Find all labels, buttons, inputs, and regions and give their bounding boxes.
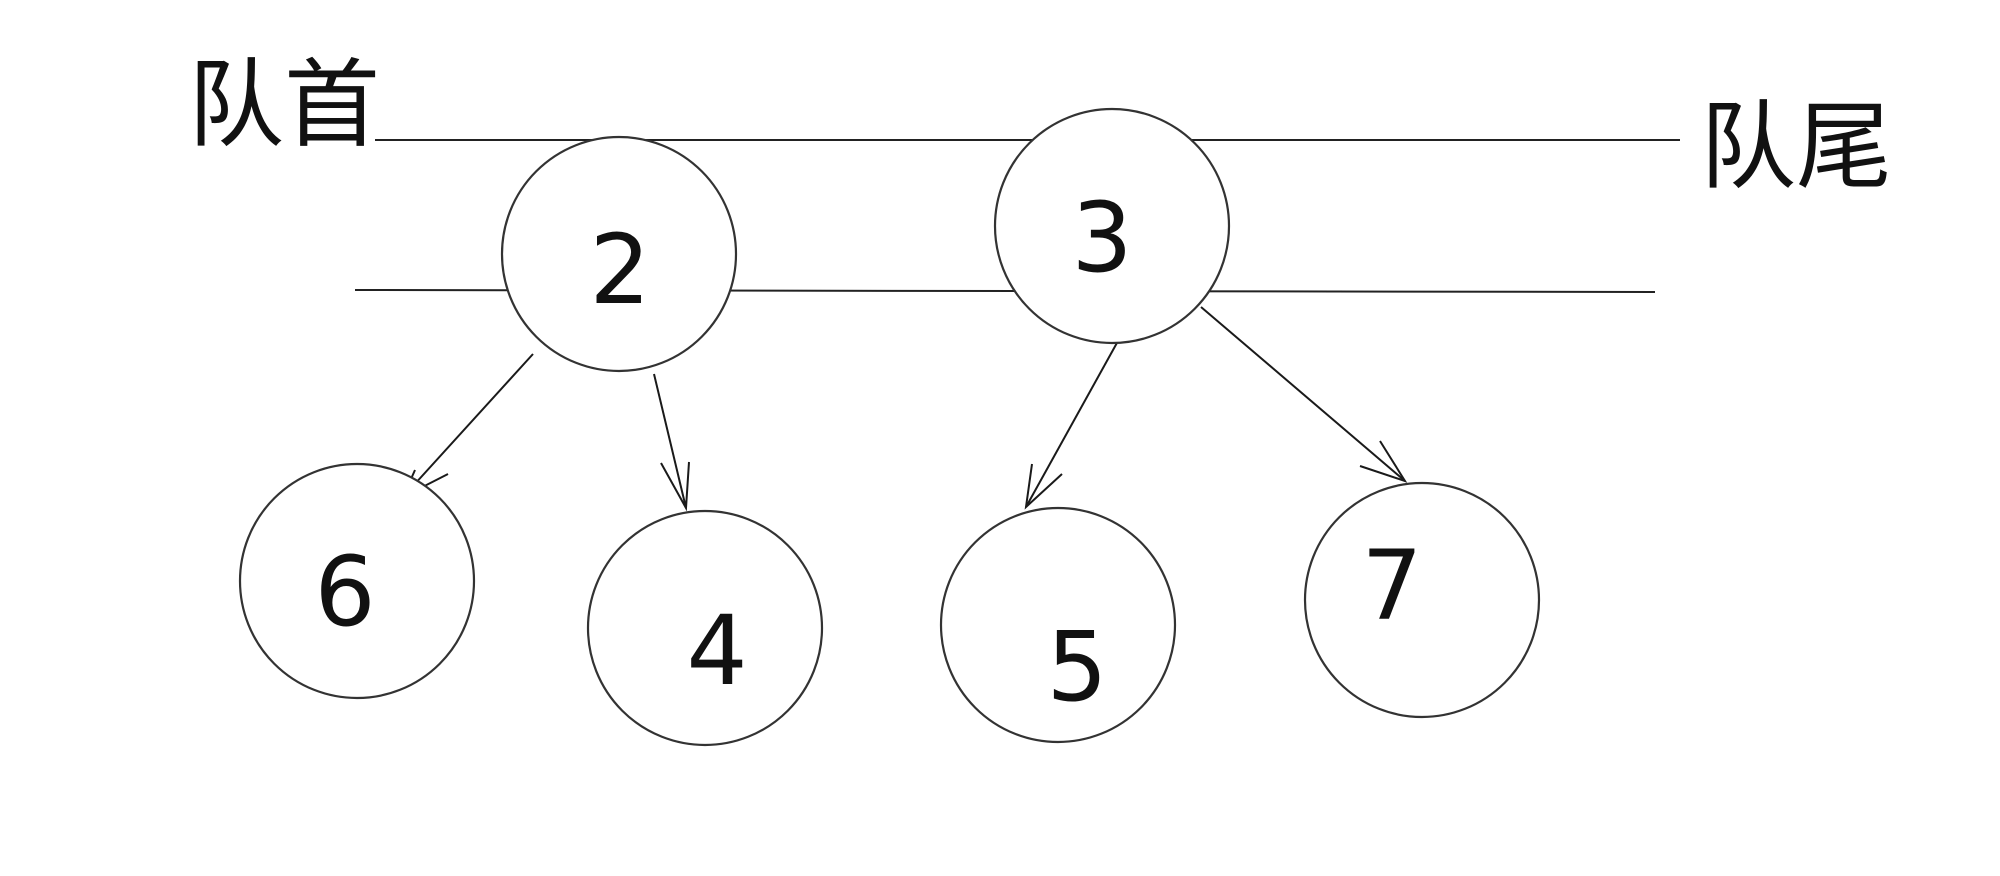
edge-3-to-7 bbox=[1200, 306, 1408, 483]
child-node-5: 5 bbox=[939, 506, 1177, 744]
queue-node-2: 2 bbox=[500, 135, 738, 373]
edge-2-to-6 bbox=[400, 353, 534, 500]
edge-3-to-5 bbox=[1024, 340, 1119, 510]
child-node-6: 6 bbox=[238, 462, 476, 700]
child-node-7-label: 7 bbox=[1361, 530, 1422, 642]
queue-head-label: 队首 bbox=[188, 49, 380, 161]
queue-node-3: 3 bbox=[993, 107, 1231, 345]
child-node-4-label: 4 bbox=[686, 595, 747, 707]
child-node-4: 4 bbox=[586, 509, 824, 747]
child-node-6-label: 6 bbox=[314, 536, 375, 648]
queue-node-3-label: 3 bbox=[1071, 182, 1132, 294]
child-node-5-label: 5 bbox=[1046, 611, 1107, 723]
child-node-7: 7 bbox=[1303, 481, 1541, 719]
queue-tail-label: 队尾 bbox=[1700, 91, 1892, 203]
edge-2-to-4 bbox=[653, 373, 690, 512]
queue-node-2-label: 2 bbox=[589, 214, 650, 326]
